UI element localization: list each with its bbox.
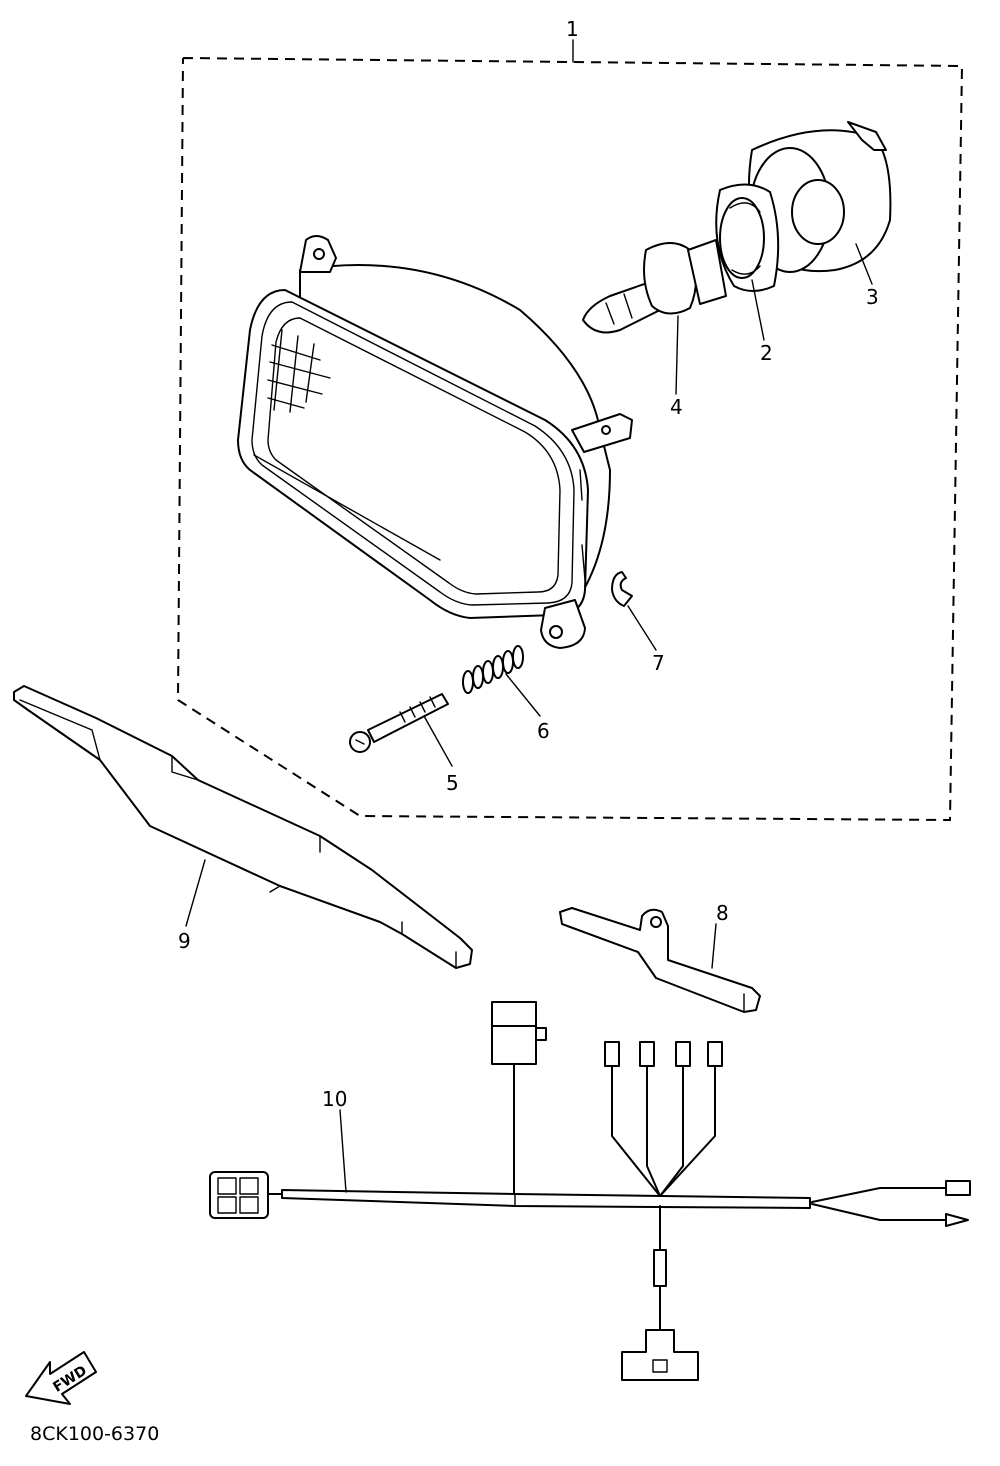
callout-5: 5	[446, 771, 459, 795]
callout-10: 10	[322, 1087, 347, 1111]
adjusting-screw	[349, 693, 449, 753]
dust-cover	[748, 121, 892, 273]
callout-6: 6	[537, 719, 550, 743]
leader-lines	[185, 243, 873, 1193]
callouts: 1 2 3 4 5 6 7 8 9 10	[178, 17, 879, 1111]
assembly-boundary	[176, 39, 964, 822]
callout-8: 8	[716, 901, 729, 925]
lens-pattern	[253, 329, 441, 561]
drawing-code: 8CK100-6370	[30, 1423, 159, 1445]
wire-harness	[209, 1001, 971, 1381]
bulb	[582, 239, 727, 334]
headlight-housing	[237, 235, 633, 649]
callout-3: 3	[866, 285, 879, 309]
callout-2: 2	[760, 341, 773, 365]
callout-1: 1	[566, 17, 579, 41]
bulb-holder	[715, 183, 780, 292]
stay	[13, 685, 473, 969]
callout-7: 7	[652, 651, 665, 675]
bracket-stay	[559, 907, 761, 1013]
spring	[462, 645, 524, 694]
callout-9: 9	[178, 929, 191, 953]
clip	[611, 571, 633, 607]
forward-arrow-icon: FWD	[25, 1351, 97, 1405]
callout-4: 4	[670, 395, 683, 419]
